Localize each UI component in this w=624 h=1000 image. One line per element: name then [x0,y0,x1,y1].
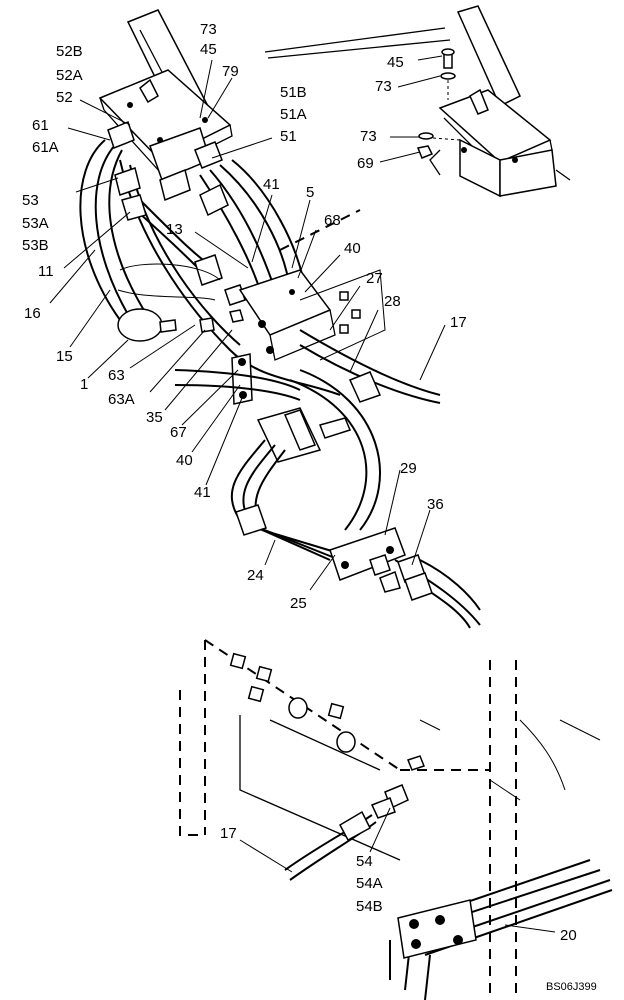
callout-52B: 52B [56,43,83,60]
callout-51A: 51A [280,106,307,123]
callout-54: 54 [356,853,373,870]
callout-79: 79 [222,63,239,80]
callout-53B: 53B [22,237,49,254]
callout-24: 24 [247,567,264,584]
callout-73-top: 73 [200,21,217,38]
callout-1: 1 [80,376,88,393]
inset-leaders [264,27,451,59]
callout-20: 20 [560,927,577,944]
callout-11: 11 [38,263,54,280]
callout-29: 29 [400,460,417,477]
callout-67: 67 [170,424,187,441]
callout-52: 52 [56,89,73,106]
callout-41-top: 41 [263,176,280,193]
callout-69: 69 [357,155,374,172]
hose-clamp [174,353,301,405]
callout-51: 51 [280,128,297,145]
callout-68: 68 [324,212,341,229]
callout-40-top: 40 [344,240,361,257]
callout-53: 53 [22,192,39,209]
callout-16: 16 [24,305,41,322]
callout-61: 61 [32,117,49,134]
callout-5: 5 [306,184,314,201]
callout-15: 15 [56,348,73,365]
callout-36: 36 [427,496,444,513]
callout-45-inset: 45 [387,54,404,71]
lower-frame [179,639,601,1000]
inset-pedal [416,5,571,198]
callout-73-inset-a: 73 [375,78,392,95]
callout-52A: 52A [56,67,83,84]
callout-61A: 61A [32,139,59,156]
hose-17-lower [284,755,425,881]
callout-41-mid: 41 [194,484,211,501]
callout-54B: 54B [356,898,383,915]
control-valve [230,407,433,601]
callout-63A: 63A [108,391,135,408]
leader-lines [49,55,556,933]
callout-63: 63 [108,367,125,384]
callout-45-top: 45 [200,41,217,58]
callout-27: 27 [366,270,383,287]
callout-40-mid: 40 [176,452,193,469]
callout-51B: 51B [280,84,307,101]
manifold-block [238,269,336,361]
drawing-code: BS06J399 [546,981,597,993]
callout-labels: 73 45 79 52B 52A 52 61 61A 51B 51A 51 45… [22,21,597,993]
tubes-20 [389,859,613,1000]
callout-53A: 53A [22,215,49,232]
callout-73-inset-b: 73 [360,128,377,145]
callout-54A: 54A [356,875,383,892]
callout-17-top: 17 [450,314,467,331]
callout-13: 13 [166,221,183,238]
hose-bundle [79,121,481,629]
callout-28: 28 [384,293,401,310]
callout-35: 35 [146,409,163,426]
callout-25: 25 [290,595,307,612]
frame-plate [117,209,386,361]
callout-17-bottom: 17 [220,825,237,842]
